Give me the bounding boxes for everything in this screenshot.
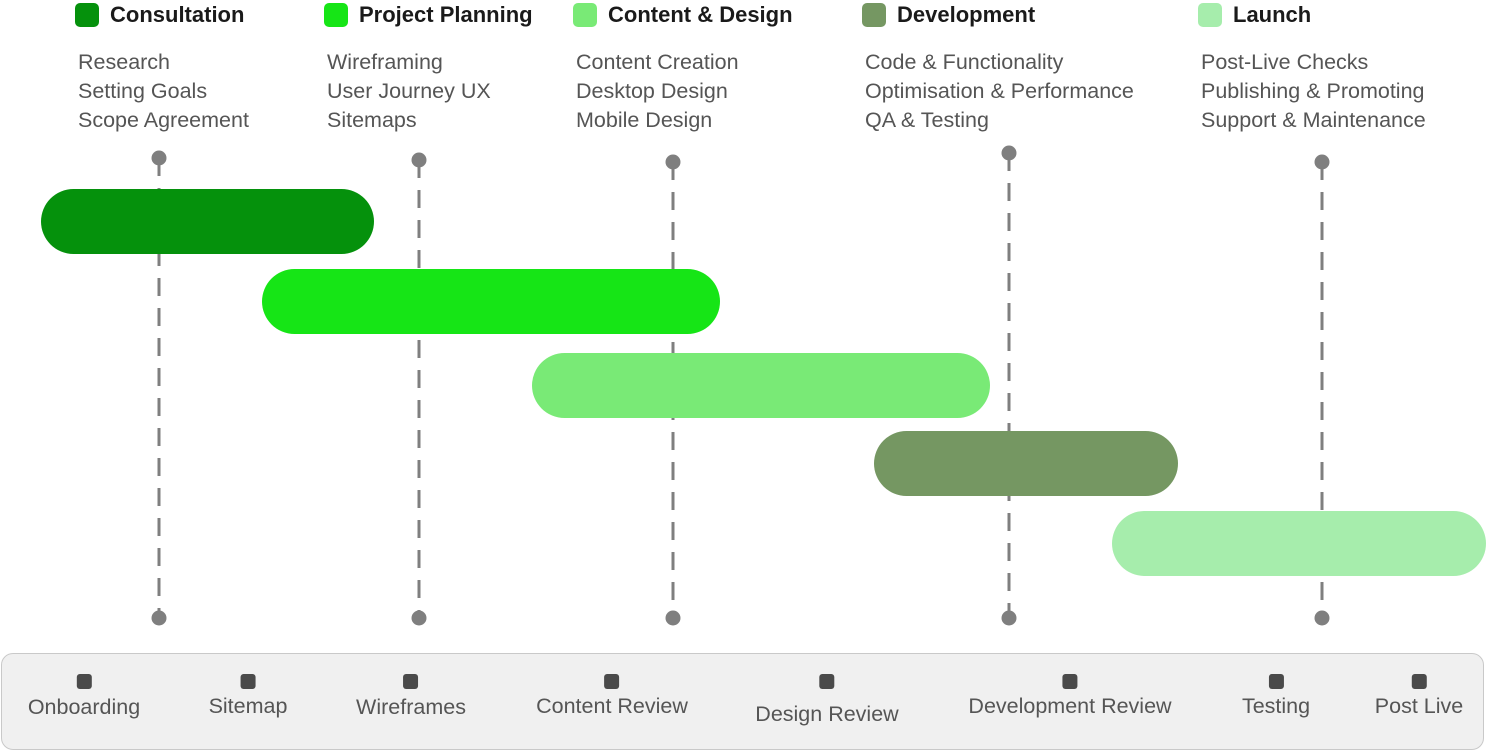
phase-title: Consultation <box>110 2 245 27</box>
phase-title: Launch <box>1233 2 1312 27</box>
milestone-label: Content Review <box>536 694 688 718</box>
milestone-marker-icon <box>604 674 620 689</box>
milestone-marker-icon <box>1411 674 1427 689</box>
milestone-label: Onboarding <box>27 695 141 719</box>
milestone-marker-icon <box>1062 674 1078 689</box>
task-item: Desktop Design <box>576 79 728 103</box>
milestone-marker-icon <box>240 674 256 689</box>
milestone-label: Sitemap <box>208 694 288 718</box>
phase-development: Development Code & Functionality Optimis… <box>862 0 1134 135</box>
task-item: Sitemaps <box>327 108 417 132</box>
guide-top-dot <box>151 150 167 166</box>
guide-bottom-dot <box>151 610 167 626</box>
milestone-onboarding: Onboarding <box>28 674 140 720</box>
guide-top-dot <box>1314 154 1330 170</box>
milestone-legend: Onboarding Sitemap Wireframes Content Re… <box>1 653 1484 750</box>
task-item: Code & Functionality <box>865 50 1064 74</box>
task-item: QA & Testing <box>865 108 989 132</box>
milestone-label: Testing <box>1241 694 1311 718</box>
phase-title: Development <box>897 2 1036 27</box>
task-item: Scope Agreement <box>78 108 249 132</box>
phase-launch: Launch Post-Live Checks Publishing & Pro… <box>1198 0 1426 135</box>
milestone-post-live: Post Live <box>1375 674 1463 719</box>
guide-bottom-dot <box>1314 610 1330 626</box>
project-planning-bar <box>262 269 720 334</box>
phase-bars <box>41 189 1486 576</box>
phase-title: Content & Design <box>608 2 793 27</box>
timeline-diagram <box>41 145 1486 626</box>
guide-dots <box>151 145 1330 626</box>
task-item: Setting Goals <box>78 79 208 103</box>
milestone-label: Design Review <box>755 702 899 726</box>
task-item: Wireframing <box>327 50 443 74</box>
task-item: Optimisation & Performance <box>865 79 1134 103</box>
milestone-label: Post Live <box>1374 694 1464 718</box>
task-item: Post-Live Checks <box>1201 50 1369 74</box>
phase-title: Project Planning <box>359 2 533 27</box>
guide-bottom-dot <box>411 610 427 626</box>
development-swatch <box>862 3 886 27</box>
consultation-bar <box>41 189 374 254</box>
milestone-sitemap: Sitemap <box>208 674 288 719</box>
milestone-testing: Testing <box>1242 674 1310 719</box>
guide-top-dot <box>1001 145 1017 161</box>
task-item: Research <box>78 50 171 74</box>
task-item: Support & Maintenance <box>1201 108 1426 132</box>
consultation-swatch <box>75 3 99 27</box>
task-item: Content Creation <box>576 50 739 74</box>
milestone-label: Development Review <box>968 694 1172 718</box>
development-bar <box>874 431 1178 496</box>
milestone-wireframes: Wireframes <box>356 674 466 720</box>
content-design-swatch <box>573 3 597 27</box>
milestone-marker-icon <box>819 674 835 689</box>
milestone-marker-icon <box>76 674 92 689</box>
launch-bar <box>1112 511 1486 576</box>
project-planning-swatch <box>324 3 348 27</box>
guide-top-dot <box>665 154 681 170</box>
milestone-label: Wireframes <box>356 695 466 719</box>
milestone-content-review: Content Review <box>536 674 688 719</box>
content-design-bar <box>532 353 990 418</box>
milestone-design-review: Design Review <box>755 674 899 727</box>
milestone-development-review: Development Review <box>968 674 1172 719</box>
phase-project-planning: Project Planning Wireframing User Journe… <box>324 0 533 135</box>
milestone-marker-icon <box>1268 674 1284 689</box>
guide-top-dot <box>411 152 427 168</box>
task-item: Publishing & Promoting <box>1201 79 1425 103</box>
milestone-marker-icon <box>403 674 419 689</box>
task-item: User Journey UX <box>327 79 491 103</box>
launch-swatch <box>1198 3 1222 27</box>
task-item: Mobile Design <box>576 108 713 132</box>
guide-bottom-dot <box>1001 610 1017 626</box>
phase-content-design: Content & Design Content Creation Deskto… <box>573 0 793 135</box>
phase-consultation: Consultation Research Setting Goals Scop… <box>75 0 249 135</box>
guide-bottom-dot <box>665 610 681 626</box>
